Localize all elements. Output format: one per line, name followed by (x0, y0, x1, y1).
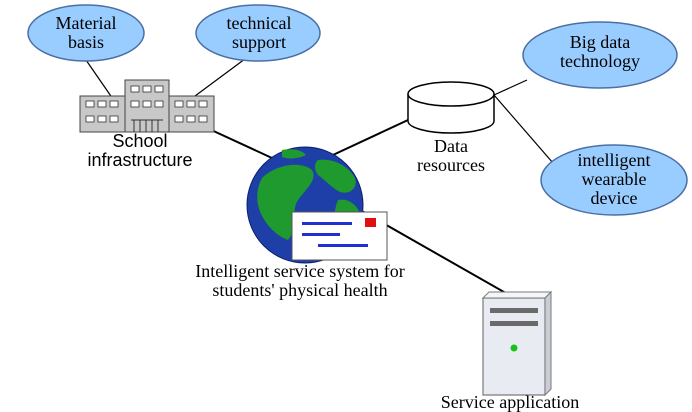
school-infrastructure-label: School infrastructure (80, 132, 200, 170)
service-system-line1: Intelligent service system for (195, 261, 405, 281)
material-basis-line1: Material (55, 13, 117, 33)
technical-support-line1: technical (226, 13, 292, 33)
technical-support-label: technical support (213, 14, 305, 52)
data-resources-line1: Data (434, 136, 468, 156)
envelope-icon (291, 211, 388, 261)
service-system-line2: students' physical health (212, 279, 388, 300)
building-icon (79, 79, 215, 133)
server-icon (481, 290, 553, 397)
big-data-technology-label: Big data technology (545, 33, 655, 71)
intelligent-wearable-device-label: intelligent wearable device (559, 151, 669, 208)
technical-support-ellipse (195, 4, 321, 62)
edge-material-school (85, 59, 116, 103)
technical-support-line2: support (232, 31, 286, 52)
material-basis-line2: basis (68, 31, 104, 52)
service-application-label: Service application (425, 393, 595, 412)
big-data-technology-line2: technology (560, 50, 640, 71)
wearable-device-line3: device (590, 187, 638, 208)
big-data-technology-line1: Big data (569, 32, 631, 52)
edge-wearable-dataresources (493, 94, 554, 164)
database-icon (407, 81, 495, 134)
data-resources-label: Data resources (405, 137, 497, 175)
wearable-device-line2: wearable (581, 168, 647, 189)
service-application-line1: Service application (440, 392, 580, 412)
material-basis-ellipse (27, 4, 145, 62)
intelligent-wearable-device-ellipse (540, 144, 688, 216)
school-infrastructure-line2: infrastructure (87, 149, 193, 170)
school-infrastructure-line1: School (112, 131, 168, 151)
wearable-device-line1: intelligent (577, 150, 651, 170)
material-basis-label: Material basis (46, 14, 126, 52)
data-resources-line2: resources (417, 154, 485, 175)
edge-bigdata-dataresources (493, 79, 528, 96)
big-data-technology-ellipse (522, 21, 678, 89)
intelligent-service-system-label: Intelligent service system for students'… (170, 262, 430, 300)
